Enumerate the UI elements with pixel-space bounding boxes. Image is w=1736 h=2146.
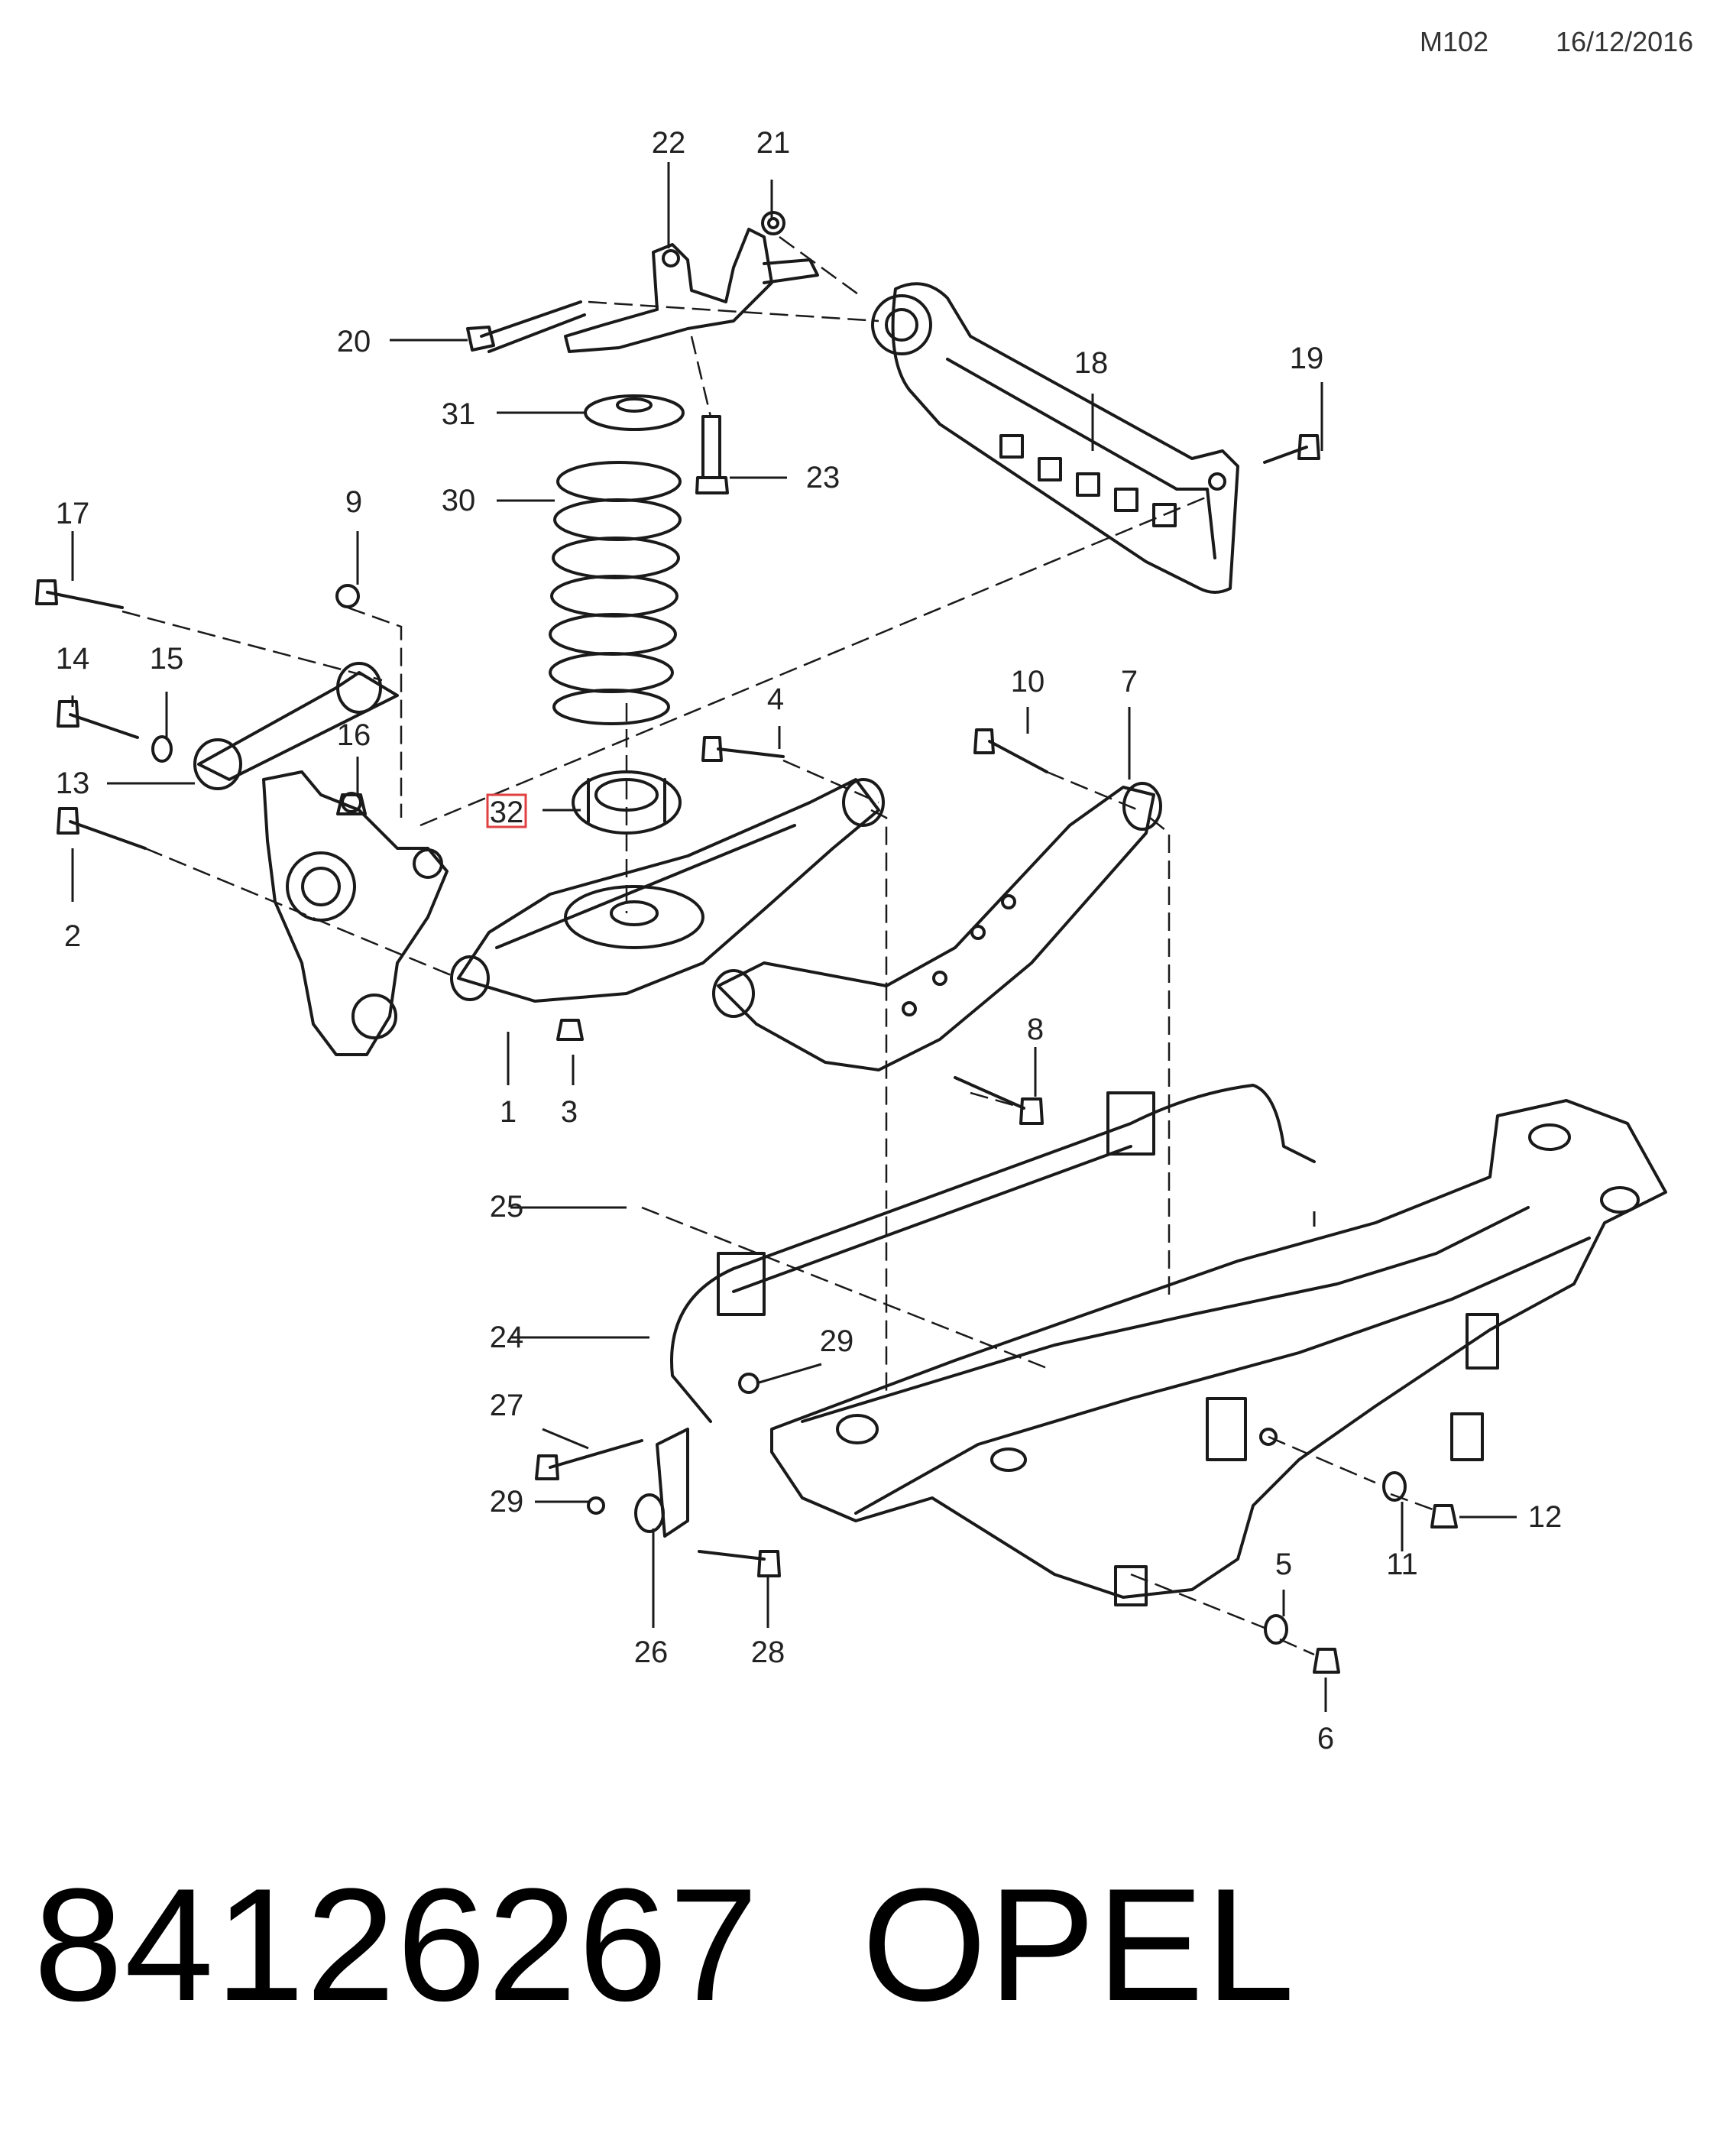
callout-30: 30 bbox=[442, 484, 476, 517]
part-number: 84126267 bbox=[34, 1855, 760, 2034]
callout-27: 27 bbox=[490, 1389, 524, 1422]
callout-31: 31 bbox=[442, 397, 476, 431]
callout-26: 26 bbox=[634, 1635, 669, 1669]
callout-1: 1 bbox=[500, 1095, 517, 1129]
callout-11: 11 bbox=[1386, 1548, 1418, 1581]
callout-22: 22 bbox=[652, 126, 686, 160]
diagram-code: M102 bbox=[1420, 26, 1489, 57]
callout-29-lower: 29 bbox=[490, 1485, 524, 1519]
callout-8: 8 bbox=[1027, 1013, 1044, 1046]
lower-spring-arm-drawing bbox=[450, 778, 885, 1003]
callout-leader-lines bbox=[71, 162, 1517, 1712]
callout-29-upper: 29 bbox=[820, 1324, 854, 1358]
upper-control-arm-drawing bbox=[871, 282, 1239, 594]
callout-2: 2 bbox=[64, 919, 81, 953]
assembly-guide-lines bbox=[121, 235, 1433, 1656]
stabilizer-bar-drawing bbox=[535, 1084, 1316, 1577]
callout-5: 5 bbox=[1275, 1548, 1292, 1581]
callout-20: 20 bbox=[337, 325, 371, 358]
callout-32: 32 bbox=[490, 796, 524, 829]
mount-bracket-drawing bbox=[466, 211, 819, 494]
callout-14: 14 bbox=[56, 642, 90, 676]
callout-16: 16 bbox=[337, 718, 371, 752]
callout-21: 21 bbox=[756, 126, 791, 160]
callout-23: 23 bbox=[806, 461, 840, 494]
callout-28: 28 bbox=[751, 1635, 785, 1669]
callout-7: 7 bbox=[1121, 665, 1138, 699]
coil-spring-drawing bbox=[549, 394, 685, 835]
callout-3: 3 bbox=[561, 1095, 578, 1129]
callout-labels: 22 21 20 31 23 18 19 30 17 9 14 15 16 13… bbox=[56, 126, 1563, 1755]
callout-9: 9 bbox=[345, 485, 362, 519]
brand-name: OPEL bbox=[862, 1855, 1297, 2034]
highlight-box-32 bbox=[486, 793, 527, 828]
subframe-drawing bbox=[770, 1099, 1667, 1674]
callout-15: 15 bbox=[150, 642, 184, 676]
callout-10: 10 bbox=[1011, 665, 1045, 699]
knuckle-drawing bbox=[193, 662, 449, 1056]
callout-6: 6 bbox=[1317, 1722, 1334, 1755]
callout-12: 12 bbox=[1528, 1500, 1563, 1534]
callout-19: 19 bbox=[1290, 342, 1324, 375]
trailing-link-drawing bbox=[712, 782, 1162, 1071]
callout-24: 24 bbox=[490, 1321, 524, 1354]
callout-17: 17 bbox=[56, 497, 90, 530]
callout-4: 4 bbox=[767, 682, 784, 716]
callout-25: 25 bbox=[490, 1190, 524, 1224]
bolts-drawing bbox=[35, 434, 1320, 1125]
callout-13: 13 bbox=[56, 767, 90, 800]
diagram-date: 16/12/2016 bbox=[1556, 26, 1694, 57]
callout-18: 18 bbox=[1074, 346, 1109, 380]
